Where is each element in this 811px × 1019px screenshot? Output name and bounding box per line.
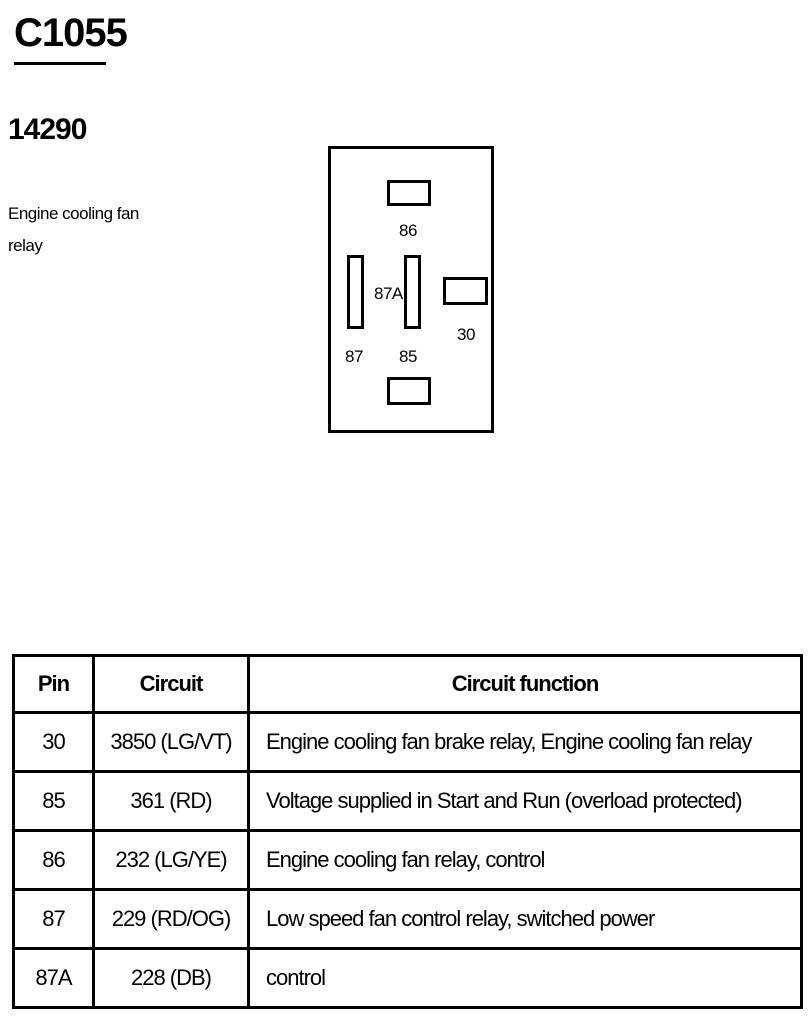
pin-cell: 87A <box>12 947 95 1009</box>
function-cell: Engine cooling fan brake relay, Engine c… <box>247 711 803 773</box>
function-cell: Engine cooling fan relay, control <box>247 829 803 891</box>
function-cell: Low speed fan control relay, switched po… <box>247 888 803 950</box>
terminal-86-blade <box>387 180 431 206</box>
table-row: 85 361 (RD) Voltage supplied in Start an… <box>12 770 803 832</box>
terminal-85-blade <box>404 255 421 329</box>
pin-cell: 30 <box>12 711 95 773</box>
function-cell: control <box>247 947 803 1009</box>
circuit-cell: 232 (LG/YE) <box>92 829 250 891</box>
table-row: 30 3850 (LG/VT) Engine cooling fan brake… <box>12 711 803 773</box>
circuit-cell: 3850 (LG/VT) <box>92 711 250 773</box>
header-pin: Pin <box>12 654 95 714</box>
connector-id-underline <box>14 62 106 65</box>
connector-id: C1055 <box>14 11 128 55</box>
table-row: 86 232 (LG/YE) Engine cooling fan relay,… <box>12 829 803 891</box>
terminal-86-label: 86 <box>399 221 417 240</box>
pin-cell: 87 <box>12 888 95 950</box>
pin-cell: 86 <box>12 829 95 891</box>
table-header-row: Pin Circuit Circuit function <box>12 654 803 714</box>
relay-face-diagram: 86 87 87A 85 30 <box>328 146 494 433</box>
terminal-87a-label: 87A <box>374 284 403 303</box>
header-circuit-function: Circuit function <box>247 654 803 714</box>
pin-cell: 85 <box>12 770 95 832</box>
terminal-30-blade <box>443 277 488 305</box>
terminal-bottom-blade <box>387 377 431 405</box>
function-cell: Voltage supplied in Start and Run (overl… <box>247 770 803 832</box>
terminal-85-label: 85 <box>399 347 417 366</box>
table-row: 87 229 (RD/OG) Low speed fan control rel… <box>12 888 803 950</box>
circuit-cell: 361 (RD) <box>92 770 250 832</box>
terminal-87-blade <box>347 255 364 329</box>
terminal-30-label: 30 <box>457 325 475 344</box>
header-circuit: Circuit <box>92 654 250 714</box>
connector-description: Engine cooling fan relay <box>8 204 139 255</box>
circuit-cell: 228 (DB) <box>92 947 250 1009</box>
table-row: 87A 228 (DB) control <box>12 947 803 1009</box>
terminal-87-label: 87 <box>345 347 363 366</box>
pin-table: Pin Circuit Circuit function 30 3850 (LG… <box>12 654 803 1009</box>
circuit-cell: 229 (RD/OG) <box>92 888 250 950</box>
part-number: 14290 <box>8 113 87 146</box>
